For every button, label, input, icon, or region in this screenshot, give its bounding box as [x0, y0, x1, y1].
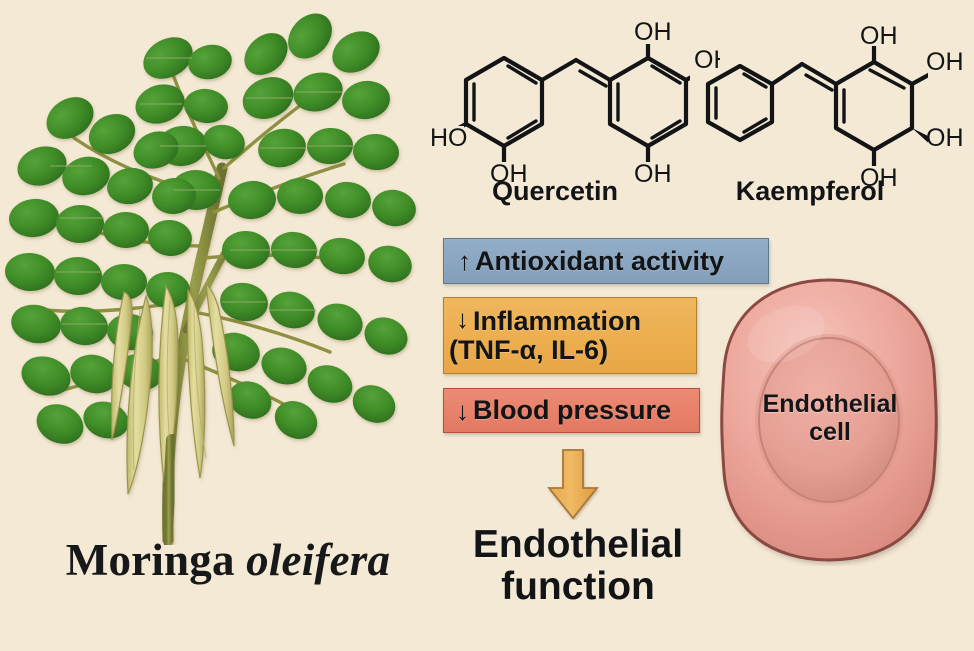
species-name: Moringa oleifera — [28, 534, 428, 586]
down-arrow-icon: ↓ — [456, 395, 469, 426]
effect-box-blood-pressure[interactable]: ↓ Blood pressure — [443, 388, 700, 433]
down-arrow-icon: ↓ — [456, 304, 469, 334]
kaempferol-label: Kaempferol — [735, 176, 885, 206]
effect-box-inflammation[interactable]: ↓ Inflammation (TNF-α, IL-6) — [443, 297, 697, 374]
species-epithet: oleifera — [246, 535, 391, 585]
species-genus: Moringa — [65, 535, 235, 585]
kaempferol-structure — [705, 37, 937, 175]
outcome-endothelial-function: Endothelial function — [433, 524, 723, 607]
outcome-line-1: Endothelial — [472, 523, 684, 566]
effect-box-antioxidant[interactable]: ↑ Antioxidant activity — [443, 238, 769, 284]
endothelial-cell-diagram — [720, 278, 938, 562]
effect-label-antioxidant: Antioxidant activity — [475, 245, 725, 276]
outcome-line-2: function — [501, 564, 655, 608]
effect-label-blood-pressure: Blood pressure — [473, 395, 672, 425]
effect-sublabel-inflammation: (TNF-α, IL-6) — [449, 334, 609, 365]
moringa-plant-illustration — [5, 13, 416, 545]
up-arrow-icon: ↑ — [458, 246, 471, 276]
effect-label-inflammation: Inflammation — [473, 305, 642, 336]
quercetin-label: Quercetin — [491, 176, 619, 206]
flow-down-arrow-icon — [547, 449, 599, 520]
cell-nucleus — [758, 337, 900, 503]
quercetin-structure — [441, 33, 690, 171]
